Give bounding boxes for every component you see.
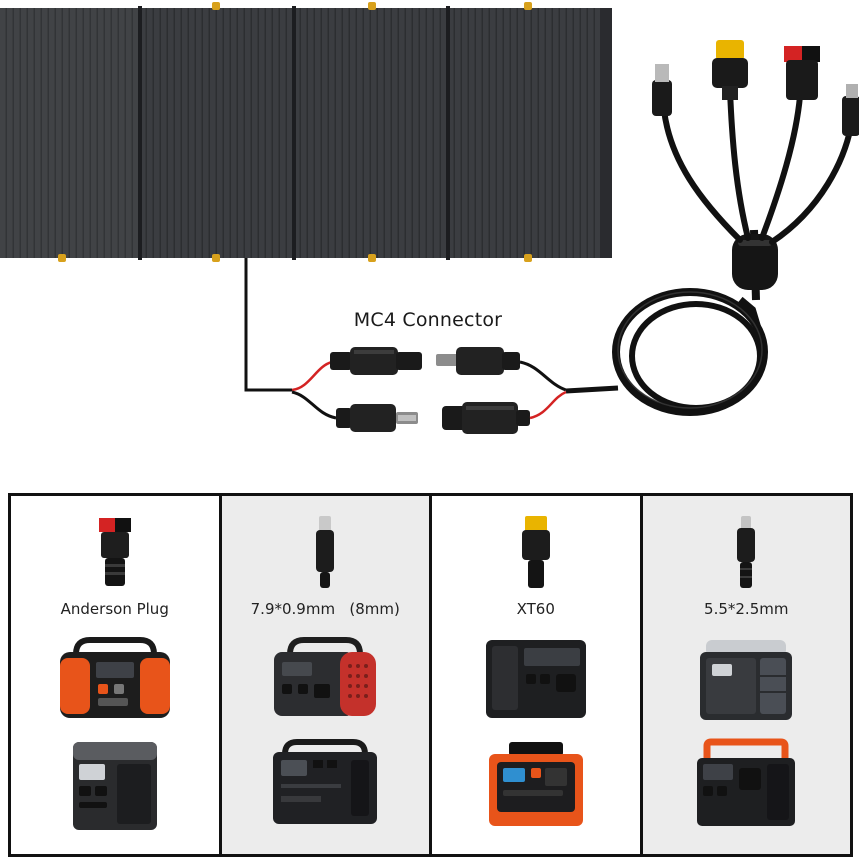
mc4-connector-male-right (436, 347, 520, 375)
power-station-orange-front (488, 742, 583, 826)
connector-label: XT60 (516, 600, 555, 618)
splitter-5525-plug (842, 84, 859, 136)
dc-5525-plug-icon (737, 516, 756, 588)
mc4-connector-female-right (442, 402, 530, 434)
splitter-cable (661, 87, 855, 301)
splitter-anderson-plug (784, 46, 820, 100)
power-station-silver (700, 640, 793, 720)
mc4-connector-male (330, 347, 422, 375)
xt60-plug-icon (521, 516, 550, 588)
power-station-ecoflow (273, 739, 378, 824)
power-station-gray (72, 742, 157, 830)
connector-label: 7.9*0.9mm (8mm) (250, 600, 400, 618)
panel-output-cable (244, 258, 337, 420)
splitter-xt60-plug (712, 40, 748, 100)
connector-cell-8mm: 7.9*0.9mm (8mm) (221, 496, 432, 854)
anderson-plug-icon (98, 518, 131, 586)
mc4-connector-female (336, 404, 418, 432)
power-station-orange-handle (697, 738, 796, 826)
splitter-dc-plug (652, 64, 672, 116)
mc4-connector-label: MC4 Connector (353, 309, 503, 331)
solar-kit-scene (0, 2, 859, 434)
foldable-solar-panel (0, 2, 612, 262)
connector-label: 5.5*2.5mm (704, 600, 789, 618)
connector-label: Anderson Plug (60, 600, 169, 618)
connector-cell-xt60: XT60 (432, 496, 643, 854)
power-station-black-box (485, 640, 586, 718)
power-station-orange (59, 637, 170, 718)
compatibility-grid: Anderson Plug 7.9*0.9mm (8mm (8, 493, 853, 857)
dc-8mm-plug-icon (316, 516, 335, 588)
power-station-red-side (274, 637, 377, 716)
connector-cell-anderson: Anderson Plug (11, 496, 222, 854)
connector-cell-5525: 5.5*2.5mm (642, 496, 850, 854)
extension-cable (519, 360, 619, 420)
